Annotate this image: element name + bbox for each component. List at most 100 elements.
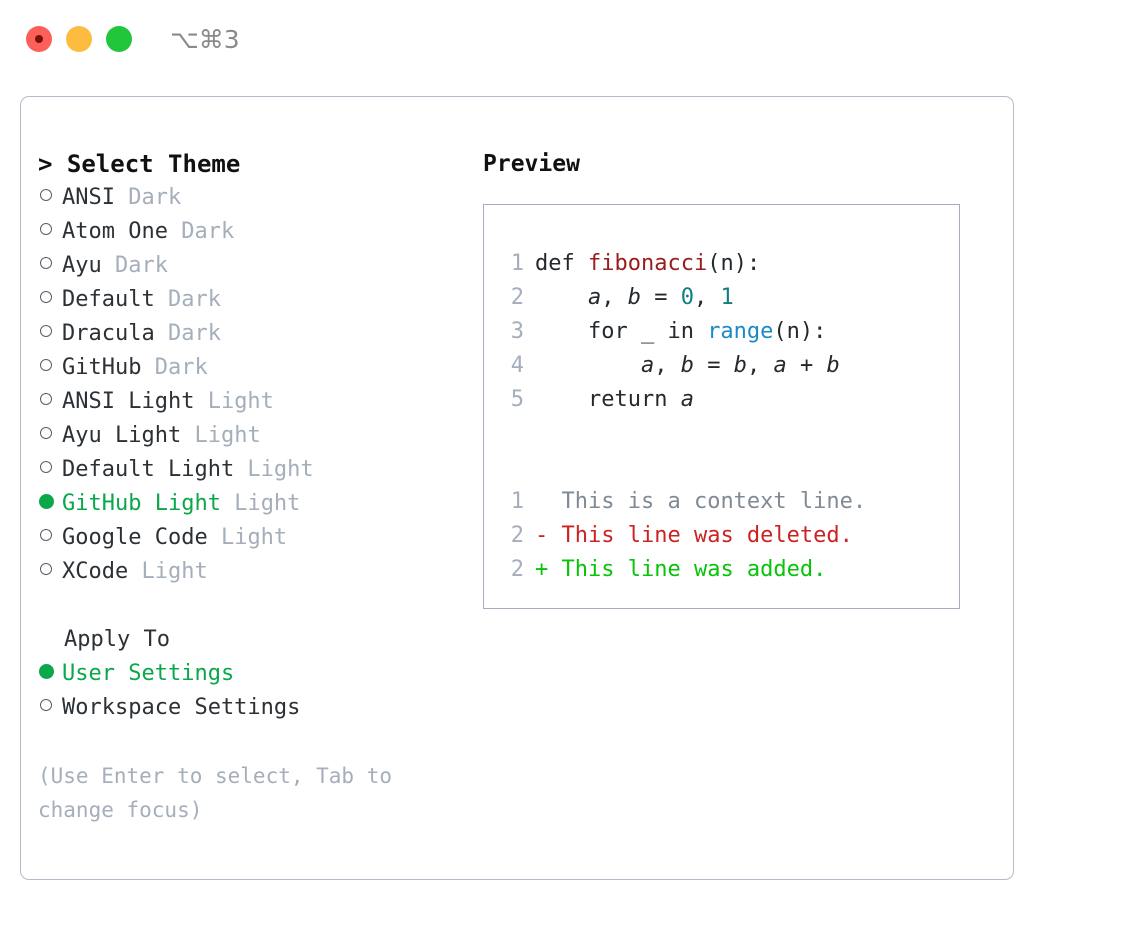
theme-list-item[interactable]: Atom One Dark	[38, 215, 493, 249]
radio-mark	[40, 529, 52, 541]
theme-list-item[interactable]: ANSI Light Light	[38, 385, 493, 419]
code-token: a	[680, 387, 694, 412]
code-token: a	[773, 353, 787, 378]
radio-mark	[40, 461, 52, 473]
theme-list-item[interactable]: Default Light Light	[38, 453, 493, 487]
code-token: return	[535, 387, 681, 412]
apply-to-label: User Settings	[62, 661, 235, 686]
theme-kind-label: Dark	[101, 253, 168, 278]
radio-mark	[40, 291, 52, 303]
keyboard-shortcut-label: ⌥⌘3	[170, 24, 240, 54]
code-line-text: a, b = 0, 1	[535, 281, 734, 315]
radio-mark	[40, 699, 52, 711]
theme-name-label: Ayu	[62, 253, 102, 278]
code-line-text: a, b = b, a + b	[535, 349, 840, 383]
select-theme-heading: > Select Theme	[38, 150, 241, 178]
code-line-number: 3	[510, 319, 524, 344]
code-token: 0	[680, 285, 694, 310]
code-token: (n):	[707, 251, 761, 276]
code-token: a	[587, 285, 602, 310]
code-line: 1 def fibonacci(n):	[496, 247, 959, 281]
code-token: b	[680, 353, 694, 378]
theme-name-label: ANSI	[62, 185, 115, 210]
theme-list-item[interactable]: Dracula Dark	[38, 317, 493, 351]
code-line-text: return a	[535, 383, 694, 417]
code-line-text: def fibonacci(n):	[535, 247, 760, 281]
code-line: 4 a, b = b, a + b	[496, 349, 959, 383]
theme-list-item[interactable]: GitHub Dark	[38, 351, 493, 385]
radio-mark	[40, 393, 52, 405]
apply-to-option[interactable]: User Settings	[38, 657, 493, 691]
list-spacer	[38, 589, 493, 623]
diff-line: 2+ This line was added.	[496, 553, 959, 587]
theme-kind-label: Light	[207, 525, 288, 550]
theme-kind-label: Dark	[167, 219, 235, 244]
code-token: ,	[693, 285, 721, 310]
diff-text: This is a context line.	[561, 489, 867, 514]
theme-kind-label: Light	[234, 457, 314, 482]
theme-name-label: Google Code	[62, 525, 208, 550]
theme-kind-label: Light	[194, 389, 274, 414]
theme-list-item[interactable]: XCode Light	[38, 555, 493, 589]
code-line-number: 2	[510, 285, 524, 310]
code-token: ,	[601, 285, 628, 310]
diff-text: This line was added.	[561, 557, 827, 582]
title-bar: ⌥⌘3	[0, 0, 1140, 78]
code-token: b	[733, 353, 747, 378]
code-line-number: 5	[510, 387, 524, 412]
radio-mark	[40, 359, 52, 371]
code-token: a	[640, 353, 655, 378]
code-token: =	[693, 353, 734, 378]
theme-kind-label: Light	[220, 491, 301, 516]
theme-list-item[interactable]: Ayu Dark	[38, 249, 493, 283]
theme-kind-label: Dark	[114, 185, 182, 210]
theme-name-label: XCode	[62, 559, 129, 584]
theme-kind-label: Dark	[154, 321, 221, 346]
apply-to-heading: Apply To	[64, 627, 170, 652]
theme-name-label: Default Light	[62, 457, 235, 482]
code-token: ,	[654, 353, 681, 378]
maximize-button[interactable]	[106, 26, 132, 52]
theme-list-item[interactable]: Default Dark	[38, 283, 493, 317]
radio-mark	[40, 563, 52, 575]
radio-mark	[39, 494, 54, 509]
code-token: 1	[720, 285, 734, 310]
code-line-text: for _ in range(n):	[535, 315, 826, 349]
theme-list-item[interactable]: ANSI Dark	[38, 181, 493, 215]
theme-name-label: Default	[62, 287, 155, 312]
apply-to-option[interactable]: Workspace Settings	[38, 691, 493, 725]
diff-marker: -	[535, 523, 562, 548]
code-token: b	[826, 353, 840, 378]
theme-list-item[interactable]: Google Code Light	[38, 521, 493, 555]
apply-to-label: Workspace Settings	[62, 695, 301, 720]
code-line: 3 for _ in range(n):	[496, 315, 959, 349]
diff-marker: +	[535, 557, 562, 582]
theme-name-label: GitHub	[62, 355, 142, 380]
theme-kind-label: Dark	[154, 287, 221, 312]
code-token: +	[786, 353, 827, 378]
theme-kind-label: Light	[128, 559, 208, 584]
theme-list-item[interactable]: Ayu Light Light	[38, 419, 493, 453]
theme-name-label: Dracula	[62, 321, 155, 346]
code-blank-line	[496, 451, 959, 485]
radio-mark	[40, 325, 52, 337]
diff-line: 1 This is a context line.	[496, 485, 959, 519]
code-blank-line	[496, 417, 959, 451]
window-controls	[26, 26, 132, 52]
code-token: range	[707, 319, 774, 344]
theme-list-item[interactable]: GitHub Light Light	[38, 487, 493, 521]
radio-mark	[40, 189, 52, 201]
radio-mark	[40, 257, 52, 269]
minimize-button[interactable]	[66, 26, 92, 52]
theme-name-label: GitHub Light	[62, 491, 221, 516]
keyboard-hint-text: (Use Enter to select, Tab to change focu…	[38, 764, 405, 822]
code-line-number: 1	[510, 251, 524, 276]
code-token: for _ in	[535, 319, 708, 344]
close-button[interactable]	[26, 26, 52, 52]
